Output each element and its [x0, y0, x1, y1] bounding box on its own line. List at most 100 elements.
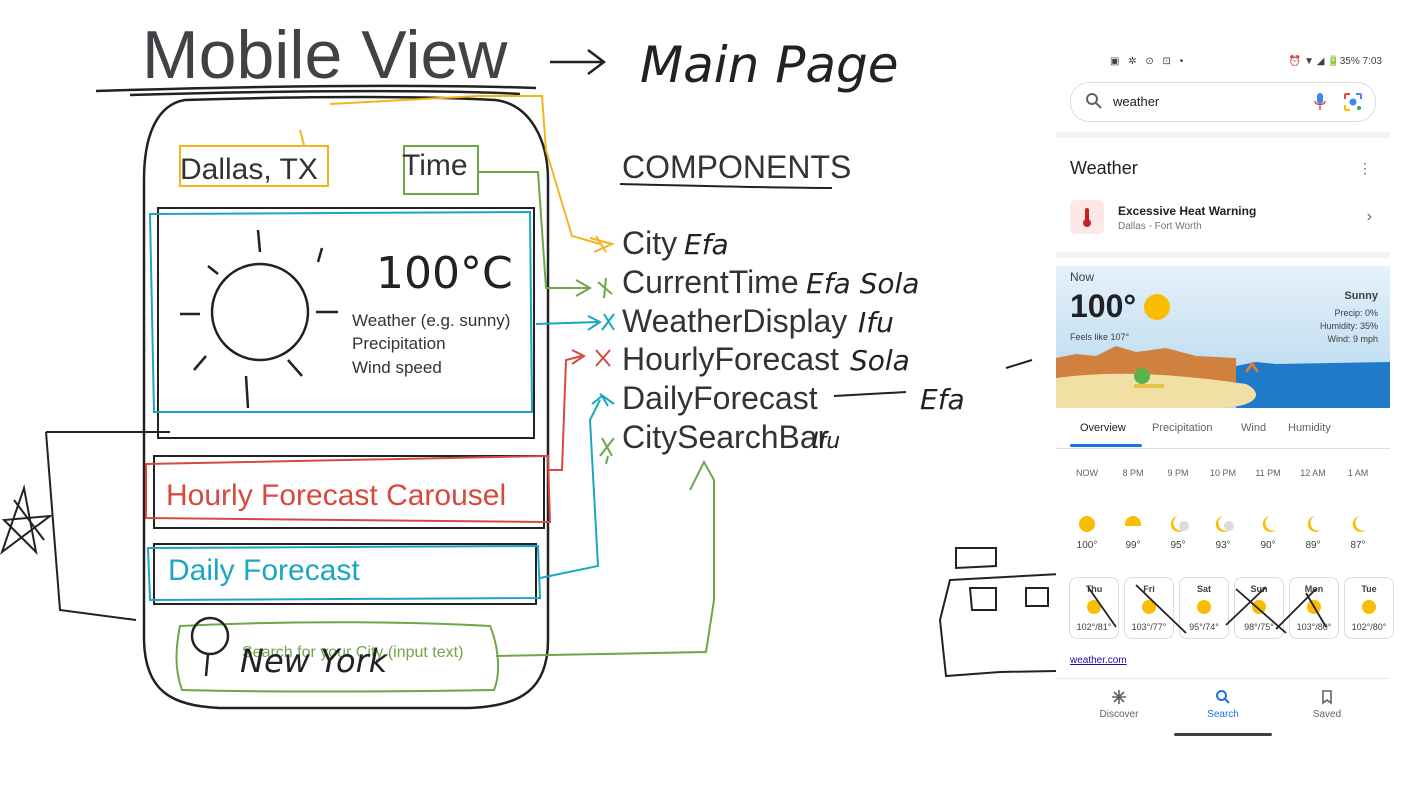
nav-label: Saved	[1312, 709, 1342, 720]
hourly-box	[153, 455, 545, 529]
status-icons-right: ⏰ ▼ ◢ 🔋35% 7:03	[1288, 56, 1382, 67]
time-asterisk	[575, 277, 613, 299]
nav-saved[interactable]: Saved	[1292, 689, 1362, 720]
day-name: Thu	[1085, 584, 1103, 594]
day-temp: 103°/80°	[1296, 622, 1332, 632]
home-indicator	[1174, 733, 1272, 736]
temperature-label: 100°C	[376, 248, 513, 299]
mic-icon[interactable]	[1313, 92, 1327, 112]
search-query: weather	[1113, 94, 1160, 109]
alert-title[interactable]: Excessive Heat Warning	[1118, 204, 1257, 218]
time-box	[403, 145, 479, 195]
tab-humidity[interactable]: Humidity	[1288, 422, 1331, 434]
daily-box	[153, 543, 537, 605]
hour-temp: 89°	[1305, 540, 1321, 551]
city-label: Dallas, TX	[180, 153, 318, 186]
hour-temp: 90°	[1260, 540, 1276, 551]
moon-icon	[1307, 516, 1321, 532]
search-bar-box	[175, 621, 500, 693]
tab-precipitation[interactable]: Precipitation	[1152, 422, 1213, 434]
nav-search[interactable]: Search	[1188, 689, 1258, 720]
more-options-icon[interactable]: ⋮	[1358, 160, 1372, 176]
component-note: Efa	[684, 228, 729, 261]
sun-icon	[1197, 600, 1211, 614]
beach-illustration	[1056, 346, 1390, 408]
component-note: Efa Sola	[806, 267, 919, 300]
component-name: CitySearchBar	[622, 419, 829, 455]
star-icon	[0, 484, 54, 555]
day-card[interactable]: Tue 102°/80°	[1344, 577, 1394, 639]
divider	[1056, 252, 1390, 258]
dash-mark	[1005, 359, 1033, 369]
day-name: Tue	[1361, 584, 1377, 594]
lens-icon[interactable]	[1343, 92, 1363, 112]
hour-temp: 100°	[1076, 540, 1098, 551]
chevron-right-icon[interactable]: ›	[1366, 208, 1372, 225]
hour-time: 10 PM	[1209, 468, 1236, 478]
component-list: City Efa CurrentTime Efa Sola WeatherDis…	[622, 225, 965, 455]
components-heading: COMPONENTS	[622, 149, 851, 185]
hour-temp: 87°	[1350, 540, 1366, 551]
active-tab-indicator	[1070, 444, 1142, 447]
day-card[interactable]: Fri 103°/77°	[1124, 577, 1174, 639]
hour-time: 12 AM	[1300, 468, 1326, 478]
nav-label: Discover	[1099, 709, 1139, 720]
humidity-stat: Humidity: 35%	[1319, 321, 1378, 331]
daily-label: Daily Forecast	[168, 554, 360, 587]
left-bracket-line	[45, 431, 170, 621]
day-temp: 95°/74°	[1189, 622, 1219, 632]
current-weather-hero: Now 100° Feels like 107° Sunny Precip: 0…	[1056, 266, 1390, 408]
component-name: DailyForecast	[622, 380, 818, 416]
magnifier-icon	[190, 616, 230, 677]
source-link[interactable]: weather.com	[1070, 655, 1127, 666]
moon-cloud-icon	[1215, 516, 1234, 532]
day-temp: 103°/77°	[1131, 622, 1167, 632]
search-input[interactable]: weather	[1070, 82, 1376, 122]
day-temp: 98°/75°	[1244, 622, 1274, 632]
component-name: City	[622, 225, 677, 261]
day-name: Sat	[1196, 584, 1211, 594]
hour-temp: 93°	[1215, 540, 1231, 551]
component-name: CurrentTime	[622, 264, 799, 300]
daily-asterisk	[591, 393, 615, 407]
hourly-highlight	[145, 454, 552, 524]
tab-wind[interactable]: Wind	[1241, 422, 1267, 434]
page-title: Mobile View	[142, 17, 508, 93]
search-asterisk	[599, 437, 615, 465]
title-underline	[95, 84, 537, 97]
weather-asterisk	[587, 313, 615, 331]
sun-icon	[1142, 600, 1156, 614]
search-placeholder: Search for your City (input text)	[242, 644, 463, 661]
weather-connector	[535, 321, 599, 325]
precip-stat: Precip: 0%	[1334, 308, 1378, 318]
search-connector	[495, 459, 715, 657]
weather-app-screenshot: ▣ ✲ ⊙ ⊡ • ⏰ ▼ ◢ 🔋35% 7:03 weather Weathe…	[1056, 48, 1394, 748]
bookmark-icon	[1322, 690, 1332, 705]
day-card[interactable]: Sat 95°/74°	[1179, 577, 1229, 639]
component-note: Ifu	[858, 306, 894, 339]
strike-mark	[833, 391, 907, 397]
sun-icon	[1125, 516, 1141, 534]
sun-icon	[1144, 294, 1170, 320]
weather-tabs: Overview Precipitation Wind Humidity	[1056, 420, 1390, 449]
phone-outline	[142, 95, 550, 710]
day-card[interactable]: Thu 102°/81°	[1069, 577, 1119, 639]
main-page-note: Main Page	[640, 36, 899, 94]
day-card[interactable]: Sun 98°/75°	[1234, 577, 1284, 639]
tab-overview[interactable]: Overview	[1080, 422, 1126, 434]
weather-display-highlight	[148, 210, 534, 413]
moon-icon	[1352, 516, 1366, 532]
thermometer-icon	[1070, 200, 1104, 234]
cross-out-marks	[1087, 584, 1327, 634]
asterisk-icon	[1112, 690, 1126, 704]
hourly-asterisk	[571, 349, 611, 367]
hourly-label: Hourly Forecast Carousel	[166, 479, 506, 512]
daily-highlight	[146, 544, 542, 602]
hour-temp: 95°	[1170, 540, 1186, 551]
city-asterisk	[589, 235, 615, 253]
search-icon	[1216, 690, 1230, 704]
current-temperature: 100°	[1070, 288, 1137, 324]
nav-discover[interactable]: Discover	[1084, 689, 1154, 720]
title-arrow	[550, 49, 607, 75]
